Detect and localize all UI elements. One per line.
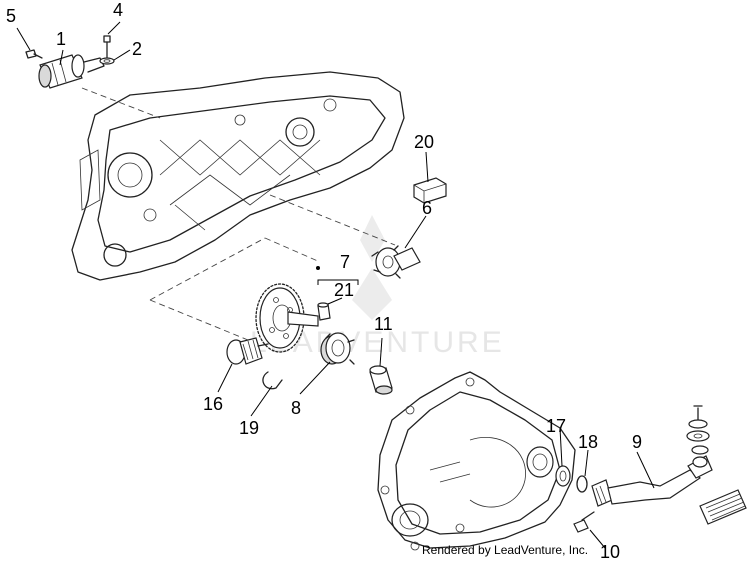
pin-21: [317, 302, 331, 321]
callout-18: 18: [578, 432, 598, 452]
callout-19: 19: [239, 418, 259, 438]
callout-9: 9: [632, 432, 642, 452]
bolt-4: [103, 35, 111, 59]
callout-10: 10: [600, 542, 620, 562]
callout-16: 16: [203, 394, 223, 414]
spring-8: [320, 332, 355, 365]
callout-6: 6: [422, 198, 432, 218]
callout-8: 8: [291, 398, 301, 418]
rubber-block-20: [413, 177, 447, 204]
lever-hardware: [686, 405, 710, 455]
starter-motor: [38, 54, 105, 89]
seal-17: [555, 465, 571, 487]
gear-shaft-6: [371, 245, 421, 279]
callout-21: 21: [334, 280, 354, 300]
bushing-11: [369, 365, 393, 395]
callout-4: 4: [113, 0, 123, 20]
pinion-16: [226, 337, 269, 365]
lever-rubber: [699, 489, 747, 525]
leader-lines: [16, 21, 655, 549]
callout-11: 11: [374, 314, 393, 334]
circlip-18: [576, 475, 588, 493]
starter-gear: [255, 283, 319, 353]
washer-2: [99, 57, 115, 65]
side-cover: [377, 371, 576, 551]
callout-7: 7: [340, 252, 350, 272]
callout-1: 1: [56, 29, 66, 49]
callout-20: 20: [414, 132, 434, 152]
clip-19: [262, 371, 283, 390]
group-bracket-7: [316, 266, 359, 285]
callout-17: 17: [546, 416, 566, 436]
callouts: 5 1 4 2 20 6 7 21 11 16 8 19 17 18 9 10: [6, 0, 642, 562]
bolt-5: [25, 49, 43, 59]
alignment-lines: [81, 87, 396, 341]
bolt-10: [573, 511, 595, 533]
kick-lever-9: [591, 455, 713, 507]
rendered-by-credit: Rendered by LeadVenture, Inc.: [422, 543, 589, 557]
crankcase: [71, 71, 405, 281]
callout-5: 5: [6, 6, 16, 26]
callout-2: 2: [132, 39, 142, 59]
